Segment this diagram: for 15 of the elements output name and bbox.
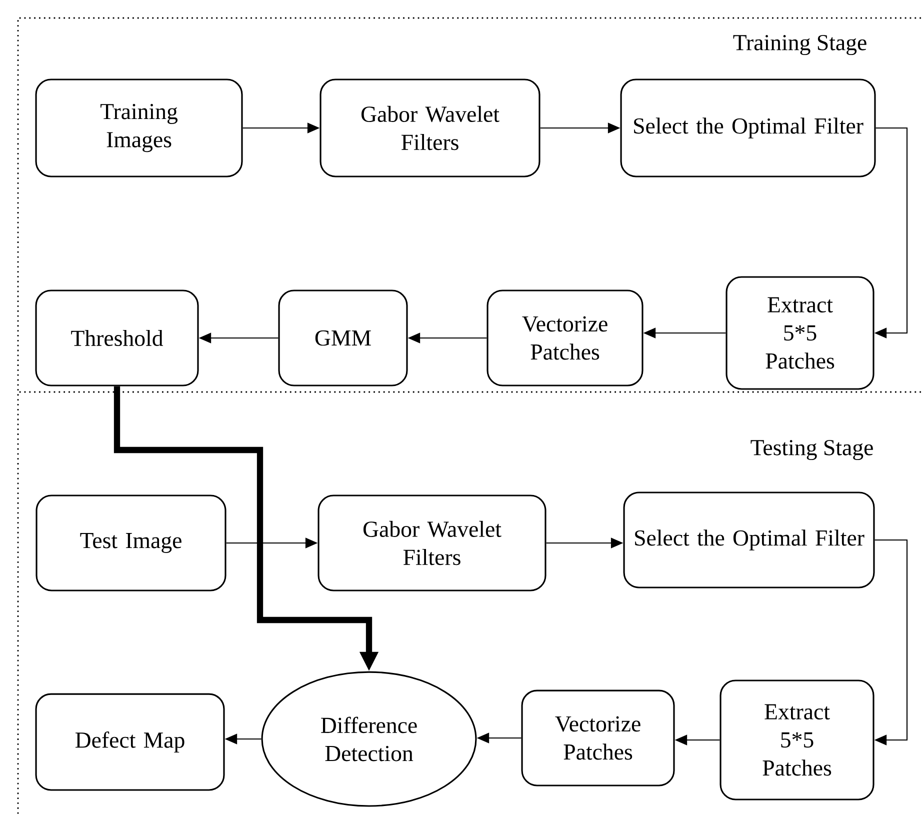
process-box: Test Image xyxy=(36,494,226,592)
stage-heading: Training Stage xyxy=(733,34,866,56)
process-box: Vectorize Patches xyxy=(521,690,675,786)
process-box: Select the Optimal Filter xyxy=(623,492,875,588)
process-box: Gabor Wavelet Filters xyxy=(318,494,546,592)
process-box: Vectorize Patches xyxy=(486,290,644,386)
process-box: Gabor Wavelet Filters xyxy=(320,78,540,178)
process-box: Extract 5*5 Patches xyxy=(720,680,874,800)
process-box: Threshold xyxy=(35,290,199,386)
process-box: GMM xyxy=(278,290,408,386)
process-box: Select the Optimal Filter xyxy=(620,78,876,178)
stage-heading: Testing Stage xyxy=(750,440,873,460)
process-box: Defect Map xyxy=(35,693,225,791)
process-box: Extract 5*5 Patches xyxy=(726,276,874,390)
process-box: Training Images xyxy=(35,78,243,178)
